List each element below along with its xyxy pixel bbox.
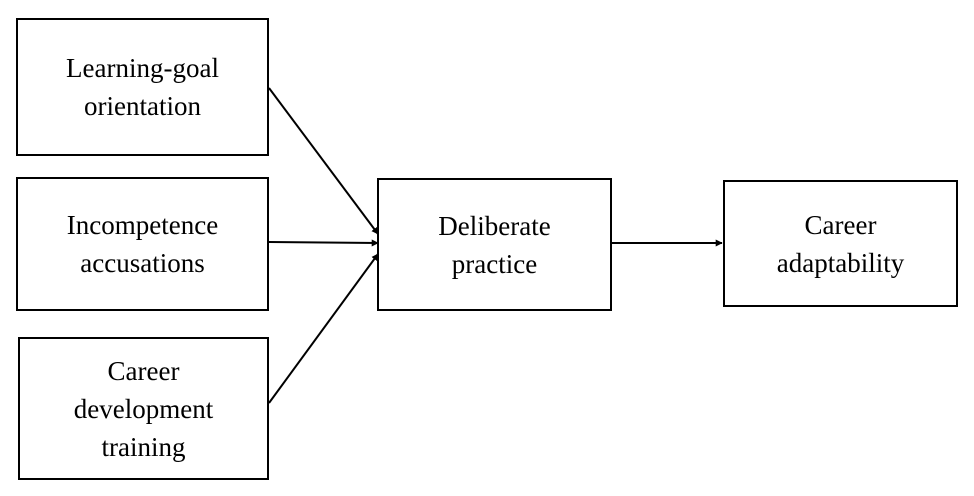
- arrow-lgo-to-dp: [268, 87, 379, 235]
- node-label-line: accusations: [80, 248, 205, 278]
- node-label-line: adaptability: [776, 247, 905, 278]
- node-label-line: Learning-goal: [66, 53, 219, 83]
- node-label: Career development training: [74, 352, 213, 466]
- node-label: Incompetence accusations: [67, 206, 218, 282]
- node-label-line: Incompetence: [66, 210, 219, 240]
- arrow-cdt-to-dp: [268, 253, 379, 404]
- node-deliberate-practice: Deliberate practice: [377, 178, 612, 311]
- node-label: Learning-goal orientation: [66, 49, 219, 125]
- node-label-line: development: [73, 393, 214, 424]
- node-learning-goal-orientation: Learning-goal orientation: [16, 18, 269, 156]
- node-label-line: Career: [107, 355, 180, 386]
- node-label-line: Deliberate: [438, 210, 551, 241]
- arrow-ia-to-dp: [268, 239, 379, 247]
- node-label-line: practice: [451, 248, 538, 279]
- node-label: Deliberate practice: [438, 207, 550, 283]
- node-label-line: orientation: [84, 91, 201, 121]
- node-incompetence-accusations: Incompetence accusations: [16, 177, 269, 311]
- node-career-development-training: Career development training: [18, 337, 269, 480]
- node-label: Career adaptability: [777, 206, 904, 282]
- node-label-line: training: [101, 431, 186, 462]
- node-career-adaptability: Career adaptability: [723, 180, 958, 307]
- node-label-line: Career: [804, 209, 877, 240]
